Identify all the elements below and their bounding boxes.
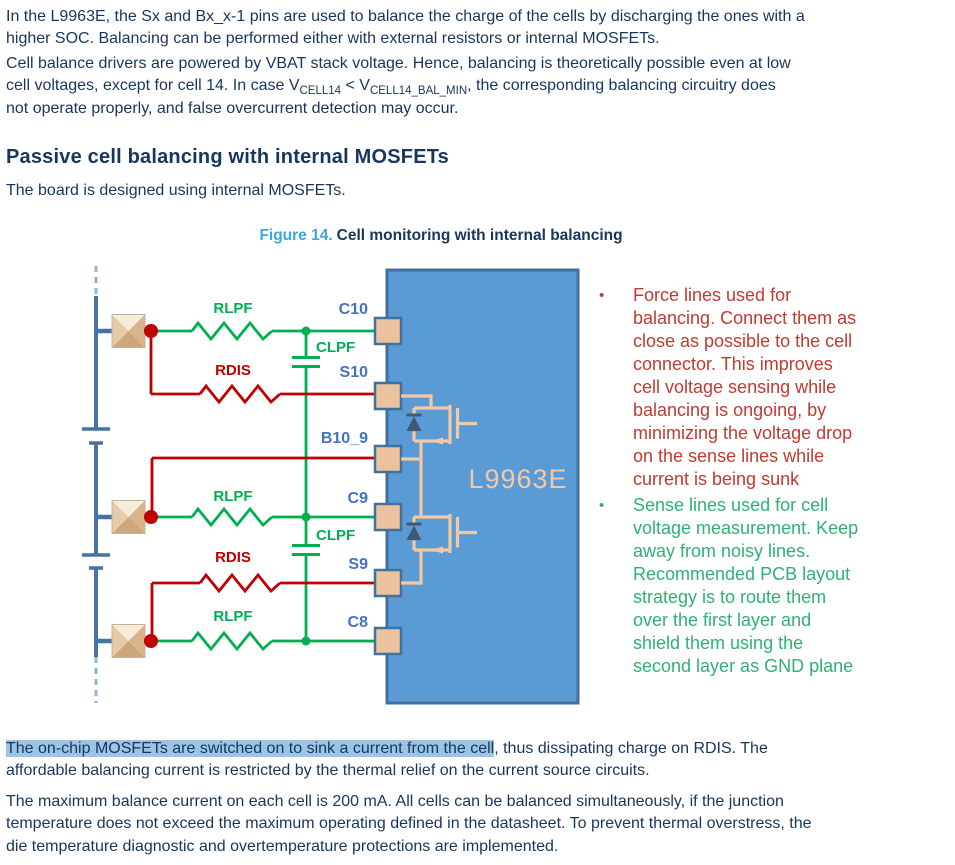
rlpf-resistor-2 xyxy=(190,507,274,527)
pin-label-c10: C10 xyxy=(339,301,368,318)
clpf-label-1: CLPF xyxy=(316,339,355,356)
intro-paragraph-1: In the L9963E, the Sx and Bx_x-1 pins ar… xyxy=(6,8,805,48)
battery-cell-icon xyxy=(82,427,110,570)
chip-pin-b10-9 xyxy=(373,444,403,474)
closing-p1-rest: , thus dissipating charge on RDIS. The a… xyxy=(6,740,768,780)
closing-paragraph-2: The maximum balance current on each cell… xyxy=(6,793,812,855)
section-body: The board is designed using internal MOS… xyxy=(6,182,346,199)
chip-pin-c9 xyxy=(373,502,403,532)
note-sense-lines: • Sense lines used for cell voltage meas… xyxy=(592,494,904,678)
section-heading: Passive cell balancing with internal MOS… xyxy=(6,146,449,168)
cell-connector-2 xyxy=(111,500,146,534)
force-wires xyxy=(144,324,375,648)
closing-paragraph-1: The on-chip MOSFETs are switched on to s… xyxy=(6,738,950,783)
pin-label-s10: S10 xyxy=(340,364,369,381)
junction-dot xyxy=(301,636,311,646)
sense-wires xyxy=(151,321,375,651)
rdis-resistor-1 xyxy=(198,384,282,404)
intro-p2-operator: < V xyxy=(341,77,370,95)
cell-node-dot xyxy=(144,324,158,338)
rlpf-label-1: RLPF xyxy=(213,300,252,317)
rlpf-resistor-1 xyxy=(190,321,274,341)
intro-p2-text: Cell balance drivers are powered by VBAT… xyxy=(6,55,791,95)
bullet-icon: • xyxy=(599,497,605,514)
cell-connector-3 xyxy=(111,624,146,658)
chip-name-label: L9963E xyxy=(468,464,567,494)
figure-caption: Figure 14.Cell monitoring with internal … xyxy=(0,227,882,245)
note-text: Force lines used for balancing. Connect … xyxy=(633,285,857,489)
junction-dot xyxy=(301,326,311,336)
circuit-diagram: C10 S10 B10_9 C9 S9 C8 RLPF RLPF RLPF RD… xyxy=(82,266,580,705)
battery-stack xyxy=(82,266,113,703)
chip-pin-c10 xyxy=(373,316,403,346)
rlpf-label-3: RLPF xyxy=(213,608,252,625)
junction-dot xyxy=(301,512,311,522)
figure-number: Figure 14. xyxy=(259,227,333,244)
chip-body xyxy=(385,268,580,705)
rlpf-resistor-3 xyxy=(190,631,274,651)
rdis-label-1: RDIS xyxy=(215,362,251,379)
bullet-icon: • xyxy=(599,287,605,304)
cell-node-dot xyxy=(144,634,158,648)
internal-mosfets xyxy=(401,394,479,585)
clpf-capacitor-2 xyxy=(292,544,320,556)
note-force-lines: • Force lines used for balancing. Connec… xyxy=(592,284,904,491)
chip-pin-s9 xyxy=(373,568,403,598)
intro-p2-text-end: , the corresponding balancing circuitry … xyxy=(6,77,776,117)
rdis-resistor-2 xyxy=(198,573,282,593)
pin-label-c8: C8 xyxy=(348,614,369,631)
figure-notes: • Force lines used for balancing. Connec… xyxy=(592,284,904,678)
rlpf-label-2: RLPF xyxy=(213,488,252,505)
note-text: Sense lines used for cell voltage measur… xyxy=(633,495,859,676)
chip-pin-c8 xyxy=(373,626,403,656)
subscript-vcell14: CELL14 xyxy=(299,85,342,98)
rdis-label-2: RDIS xyxy=(215,549,251,566)
highlighted-text: The on-chip MOSFETs are switched on to s… xyxy=(6,740,495,757)
intro-paragraph-2: Cell balance drivers are powered by VBAT… xyxy=(6,53,950,120)
pin-label-c9: C9 xyxy=(348,490,369,507)
mosfet-wiring xyxy=(401,394,433,585)
clpf-label-2: CLPF xyxy=(316,527,355,544)
subscript-vcell14-bal-min: CELL14_BAL_MIN xyxy=(369,85,468,98)
figure-title: Cell monitoring with internal balancing xyxy=(336,227,623,244)
pin-label-b10-9: B10_9 xyxy=(321,430,368,447)
clpf-capacitor-1 xyxy=(292,356,320,368)
pin-label-s9: S9 xyxy=(348,556,368,573)
cell-node-dot xyxy=(144,510,158,524)
chip-pin-s10 xyxy=(373,381,403,411)
cell-connector-1 xyxy=(111,314,146,348)
connector-stubs xyxy=(96,328,113,644)
